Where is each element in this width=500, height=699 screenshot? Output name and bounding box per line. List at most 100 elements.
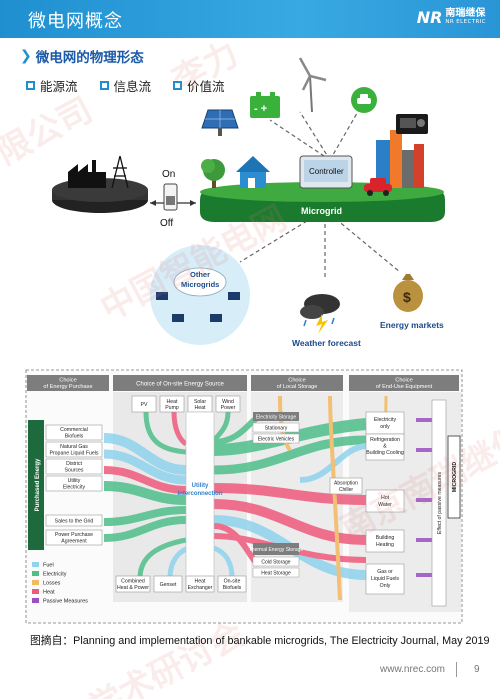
microgrid-label: Microgrid (301, 206, 342, 216)
source-label: Heat & Power (117, 585, 149, 591)
storage-item (252, 567, 300, 578)
laptop-icon (228, 292, 240, 300)
weather-label: Weather forecast (292, 338, 361, 348)
wind-turbine-icon (298, 57, 327, 113)
storage-label: Stationary (265, 426, 288, 432)
enduse-box (365, 563, 405, 595)
source-label: On-site (224, 579, 241, 585)
enduse-label: Gas or (377, 569, 393, 575)
enduse-label: Building Cooling (366, 450, 404, 456)
legend-label: Fuel (43, 563, 54, 569)
solar-panel-icon (201, 109, 239, 136)
weather-icon (300, 294, 340, 334)
flow-label: 信息流 (113, 79, 152, 94)
enduse-label: Water (378, 502, 392, 508)
section-heading: ❯ 微电网的物理形态 (20, 46, 144, 66)
legend: Fuel Electricity Losses Heat Passive Mea… (32, 562, 88, 605)
footer-divider (456, 662, 457, 677)
header-bar: 微电网概念 NR 南瑞继保 NR ELECTRIC (0, 0, 500, 38)
legend-label: Heat (43, 590, 55, 596)
switch-off-label: Off (160, 218, 173, 229)
purchase-box (45, 475, 103, 492)
section-title: 微电网的物理形态 (35, 50, 144, 66)
energy-choice-diagram: Choice of Energy Purchase Choice of On-s… (25, 369, 463, 624)
page-title: 微电网概念 (28, 11, 123, 32)
source-box (217, 575, 247, 593)
enduse-label: Electricity (374, 417, 397, 423)
purchase-box (45, 441, 103, 458)
enduse-label: & (383, 444, 387, 450)
flow-label: 价值流 (187, 79, 225, 94)
controller-icon: Controller (299, 155, 353, 189)
switch-on-label: On (162, 169, 175, 180)
house-icon (236, 156, 270, 188)
checkbox-icon (173, 81, 183, 90)
figure-caption: 图摘自：Planning and implementation of banka… (30, 635, 490, 647)
microgrid-illustration: On Off Microgrid Controller (52, 57, 445, 348)
generator-icon (396, 114, 428, 134)
flow-list: 能源流 信息流 价值流 (26, 76, 225, 95)
purchase-box (45, 458, 103, 475)
source-box (131, 395, 157, 413)
flow-item-information: 信息流 (99, 76, 152, 95)
storage-title: Thermal Energy Storage (249, 547, 304, 553)
brand-name-cn: 南瑞继保 (445, 8, 486, 20)
col-title: Choice (395, 378, 412, 384)
storage-item (252, 556, 300, 567)
source-label: Genset (160, 582, 177, 588)
source-label: Exchanger (188, 585, 213, 591)
enduse-label: Hot (381, 495, 390, 501)
purchased-energy-label: Purchased Energy (35, 458, 41, 511)
controller-label: Controller (309, 167, 344, 176)
enduse-label: Building (376, 535, 395, 541)
purchase-label: Utility (68, 478, 81, 484)
purchase-label: Sales to the Grid (55, 519, 94, 525)
purchase-box (45, 529, 103, 546)
brand-logo: NR 南瑞继保 NR ELECTRIC (417, 8, 486, 27)
money-bag-icon: $ (393, 274, 423, 312)
laptop-icon (210, 314, 222, 322)
legend-label: Electricity (43, 572, 67, 578)
legend-label: Passive Measures (43, 599, 88, 605)
enduse-box (365, 433, 405, 461)
purchase-label: Commercial (60, 427, 88, 433)
purchased-energy-bar (28, 420, 44, 550)
storage-title: Electricity Storage (256, 415, 297, 421)
legend-swatch (32, 598, 39, 603)
storage-item (252, 422, 300, 433)
col-title: of Local Storage (277, 384, 318, 390)
brand-mark: NR (416, 8, 443, 27)
other-microgrids-label-1: Other (190, 270, 210, 279)
purchase-box (45, 424, 103, 441)
col-title: Choice (288, 378, 305, 384)
source-label: Pump (165, 405, 179, 411)
source-box (159, 395, 185, 413)
factory-island (52, 155, 148, 213)
other-microgrids-bubble: Other Microgrids (150, 245, 250, 345)
purchase-label: District (66, 461, 82, 467)
legend-label: Losses (43, 581, 61, 587)
enduse-box (365, 489, 405, 513)
purchase-label: Biofuels (65, 434, 84, 440)
source-label: Heat (195, 405, 207, 411)
storage-label: Heat Storage (261, 571, 291, 577)
source-box (215, 395, 241, 413)
storage-label: Electric Vehicles (258, 437, 295, 443)
laptop-icon (156, 292, 168, 300)
page-number: 9 (474, 664, 480, 675)
legend-swatch (32, 589, 39, 594)
legend-swatch (32, 580, 39, 585)
enduse-box (365, 411, 405, 435)
utility-label: Utility (192, 483, 209, 489)
source-label: Heat (195, 579, 207, 585)
footer-url[interactable]: www.nrec.com (380, 664, 446, 675)
source-label: Biofuels (223, 585, 242, 591)
laptop-icon (172, 314, 184, 322)
utility-label: Interconnection (177, 491, 222, 497)
microgrid-box (447, 435, 461, 519)
absorption-label: Chiller (339, 487, 354, 493)
enduse-label: Heating (376, 542, 394, 548)
source-label: Power (221, 405, 236, 411)
city-buildings-icon (376, 130, 424, 188)
markets-label: Energy markets (380, 320, 444, 330)
